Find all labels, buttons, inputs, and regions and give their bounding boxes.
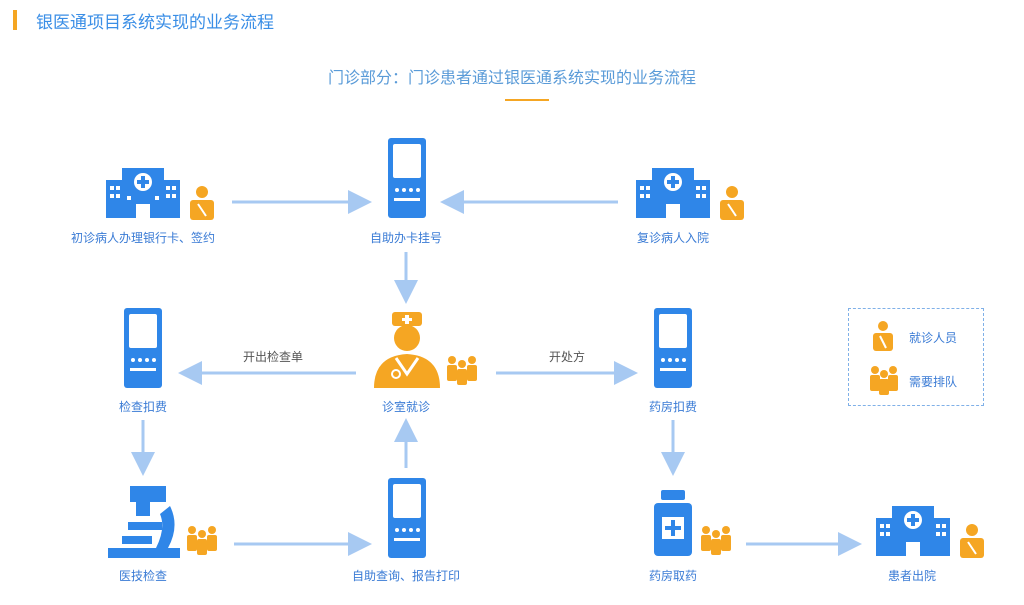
node-label-pharmacy-pay: 药房扣费 — [648, 400, 698, 414]
hospital-icon — [876, 506, 950, 556]
kiosk-icon — [124, 308, 162, 388]
node-label-medical-exam: 医技检查 — [118, 569, 168, 583]
queue-icon — [870, 366, 898, 395]
microscope-icon — [108, 486, 180, 558]
hospital-icon — [106, 168, 180, 218]
queue-icon — [701, 526, 731, 555]
arrow-label-issue-exam: 开出检查单 — [242, 350, 304, 364]
kiosk-icon — [388, 138, 426, 218]
subtitle-underline — [505, 99, 549, 101]
kiosk-icon — [388, 478, 426, 558]
node-label-first-visit: 初诊病人办理银行卡、签约 — [70, 231, 216, 245]
node-label-exam-pay: 检查扣费 — [118, 400, 168, 414]
node-label-discharge: 患者出院 — [887, 569, 937, 583]
diagram-subtitle: 门诊部分：门诊患者通过银医通系统实现的业务流程 — [327, 68, 696, 87]
medicine-bottle-icon — [654, 490, 692, 556]
patient-icon — [960, 524, 984, 558]
queue-icon — [187, 526, 217, 555]
node-label-pharmacy-pick: 药房取药 — [648, 569, 698, 583]
arrow-label-prescribe: 开处方 — [548, 350, 586, 364]
node-label-self-query: 自助查询、报告打印 — [351, 569, 461, 583]
patient-icon — [720, 186, 744, 220]
legend-label-queue: 需要排队 — [909, 375, 958, 389]
doctor-icon — [374, 312, 440, 388]
legend-label-patient: 就诊人员 — [909, 331, 958, 345]
kiosk-icon — [654, 308, 692, 388]
header-accent-bar — [13, 10, 17, 30]
node-label-self-register: 自助办卡挂号 — [369, 231, 443, 245]
legend: 就诊人员 需要排队 — [848, 308, 984, 406]
patient-icon — [190, 186, 214, 220]
queue-icon — [447, 356, 477, 385]
hospital-icon — [636, 168, 710, 218]
node-label-consult: 诊室就诊 — [381, 400, 431, 414]
node-label-revisit: 复诊病人入院 — [636, 231, 710, 245]
patient-icon — [873, 321, 893, 351]
page-title: 银医通项目系统实现的业务流程 — [36, 13, 274, 33]
